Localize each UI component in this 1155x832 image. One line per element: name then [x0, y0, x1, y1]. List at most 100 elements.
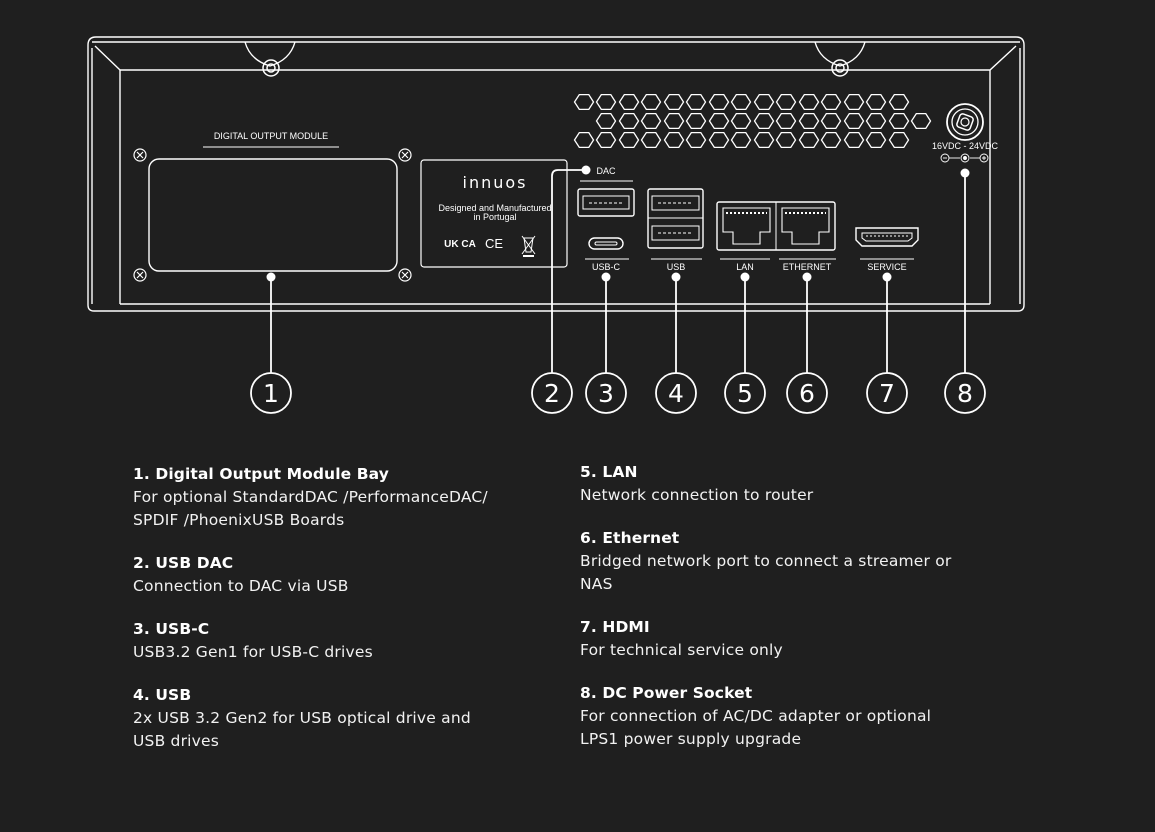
brand-logo: innuos	[463, 173, 528, 192]
vent-hole	[685, 131, 707, 149]
vent-hole	[888, 93, 910, 111]
made-in-line2: in Portugal	[473, 212, 516, 222]
callout-8: 8	[957, 379, 973, 408]
vent-hole	[685, 112, 707, 130]
usb-dac-port: DAC	[577, 166, 635, 217]
vent-hole	[775, 93, 797, 111]
dc-power-socket-icon: 16VDC - 24VDC	[932, 103, 999, 163]
legend-title: 7. HDMI	[580, 618, 650, 636]
vent-hole	[775, 131, 797, 149]
callout-leaders	[270, 169, 966, 373]
legend-text: Bridged network port to connect a stream…	[580, 552, 952, 570]
vent-hole	[888, 112, 910, 130]
vent-hole	[618, 93, 640, 111]
callout-6: 6	[799, 379, 815, 408]
callout-7: 7	[879, 379, 895, 408]
usbc-label: USB-C	[592, 262, 621, 272]
chassis	[87, 36, 1025, 312]
vent-hole	[708, 112, 730, 130]
vent-hole	[753, 112, 775, 130]
made-in-line1: Designed and Manufactured	[438, 203, 551, 213]
vent-hole	[730, 93, 752, 111]
legend-text: Connection to DAC via USB	[133, 577, 349, 595]
vent-hole	[843, 93, 865, 111]
vent-hole	[843, 112, 865, 130]
leader-dots	[266, 165, 970, 282]
callout-badges	[250, 372, 986, 414]
vent-hole	[618, 131, 640, 149]
vent-grille	[573, 93, 932, 149]
brand-plate: innuos Designed and Manufactured in Port…	[420, 159, 568, 268]
legend-text: NAS	[580, 575, 613, 593]
callout-3: 3	[598, 379, 614, 408]
legend-title: 1. Digital Output Module Bay	[133, 465, 389, 483]
legend-text: For optional StandardDAC /PerformanceDAC…	[133, 488, 488, 506]
vent-hole	[708, 131, 730, 149]
vent-hole	[730, 112, 752, 130]
hdmi-port: SERVICE	[855, 227, 919, 272]
module-screw-icon	[133, 148, 412, 282]
vent-hole	[640, 131, 662, 149]
vent-hole	[640, 93, 662, 111]
vent-hole	[618, 112, 640, 130]
ce-mark-icon: CE	[485, 236, 503, 251]
mounting-screw-icon	[262, 59, 849, 77]
legend-text: USB drives	[133, 732, 220, 750]
legend-item-hdmi: 7. HDMI For technical service only	[580, 616, 1020, 662]
vent-hole	[775, 112, 797, 130]
callout-5: 5	[737, 379, 753, 408]
legend-text: USB3.2 Gen1 for USB-C drives	[133, 643, 373, 661]
vent-hole	[820, 93, 842, 111]
legend-text: LPS1 power supply upgrade	[580, 730, 802, 748]
legend-title: 3. USB-C	[133, 620, 210, 638]
vent-hole	[663, 112, 685, 130]
vent-hole	[663, 131, 685, 149]
callout-1: 1	[263, 379, 279, 408]
legend-text: For connection of AC/DC adapter or optio…	[580, 707, 932, 725]
legend-text: 2x USB 3.2 Gen2 for USB optical drive an…	[133, 709, 471, 727]
vent-hole	[865, 112, 887, 130]
vent-hole	[910, 112, 932, 130]
usb-ports: USB	[647, 188, 704, 272]
vent-hole	[573, 93, 595, 111]
callout-4: 4	[668, 379, 684, 408]
legend-title: 4. USB	[133, 686, 192, 704]
vent-hole	[640, 112, 662, 130]
vent-hole	[685, 93, 707, 111]
vent-hole	[663, 93, 685, 111]
vent-hole	[595, 131, 617, 149]
callout-2: 2	[544, 379, 560, 408]
vent-hole	[753, 93, 775, 111]
network-ports: LAN ETHERNET	[716, 201, 836, 272]
rear-panel-diagram: DIGITAL OUTPUT MODULE innuos Designed an…	[87, 36, 1025, 414]
vent-hole	[595, 93, 617, 111]
digital-output-module-bay: DIGITAL OUTPUT MODULE	[133, 131, 412, 282]
vent-hole	[798, 93, 820, 111]
vent-hole	[888, 131, 910, 149]
legend-item-usb: 4. USB 2x USB 3.2 Gen2 for USB optical d…	[133, 684, 553, 753]
vent-hole	[730, 131, 752, 149]
legend-item-digital-output: 1. Digital Output Module Bay For optiona…	[133, 463, 553, 532]
ethernet-label: ETHERNET	[783, 262, 832, 272]
usb-label: USB	[667, 262, 686, 272]
module-label: DIGITAL OUTPUT MODULE	[214, 131, 328, 141]
vent-hole	[708, 93, 730, 111]
legend-text: SPDIF /PhoenixUSB Boards	[133, 511, 345, 529]
vent-hole	[820, 112, 842, 130]
vent-hole	[573, 131, 595, 149]
legend-title: 8. DC Power Socket	[580, 684, 753, 702]
ukca-mark-icon: UK CA	[444, 239, 476, 250]
legend-text: For technical service only	[580, 641, 783, 659]
vent-hole	[595, 112, 617, 130]
legend-title: 5. LAN	[580, 463, 638, 481]
vent-hole	[865, 131, 887, 149]
legend-item-lan: 5. LAN Network connection to router	[580, 461, 1020, 507]
legend-title: 6. Ethernet	[580, 529, 680, 547]
legend-left: 1. Digital Output Module Bay For optiona…	[133, 463, 553, 773]
vent-hole	[820, 131, 842, 149]
legend-title: 2. USB DAC	[133, 554, 234, 572]
legend-item-usb-c: 3. USB-C USB3.2 Gen1 for USB-C drives	[133, 618, 553, 664]
legend-item-usb-dac: 2. USB DAC Connection to DAC via USB	[133, 552, 553, 598]
vent-hole	[865, 93, 887, 111]
legend-text: Network connection to router	[580, 486, 814, 504]
